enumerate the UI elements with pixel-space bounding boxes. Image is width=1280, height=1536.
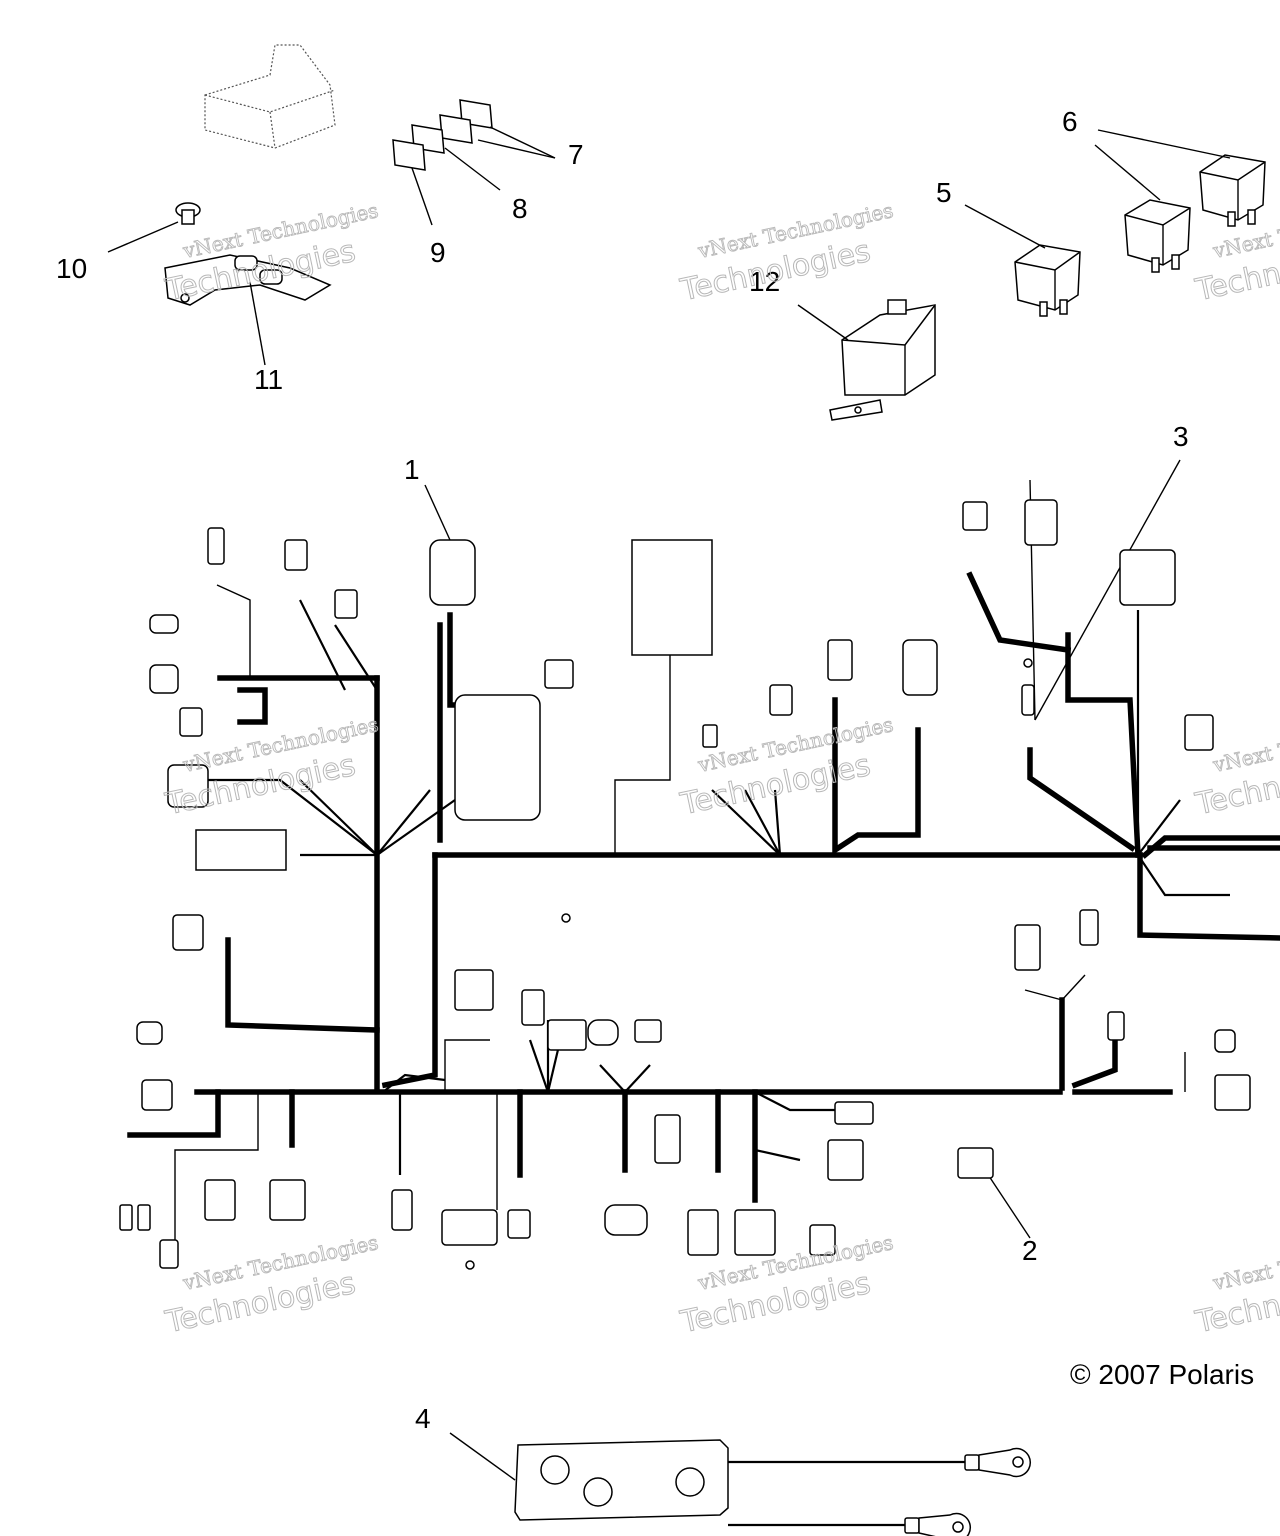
callout-11: 11 (254, 364, 283, 395)
callout-6: 6 (1062, 106, 1078, 137)
relay-12-part (829, 299, 936, 421)
callout-10: 10 (56, 253, 87, 284)
fuse-parts (392, 99, 493, 171)
callout-3: 3 (1173, 421, 1189, 452)
callout-12: 12 (749, 266, 780, 297)
ground-strap-part (514, 1439, 1031, 1536)
callout-2: 2 (1022, 1235, 1038, 1266)
main-harness (127, 459, 1280, 1245)
callout-5: 5 (936, 177, 952, 208)
callout-leaders (424, 484, 451, 541)
bolt-bracket-part (164, 202, 332, 306)
callout-1: 1 (404, 454, 420, 485)
callout-4: 4 (415, 1403, 431, 1434)
relay-5-part (1014, 244, 1081, 317)
callout-7: 7 (568, 139, 584, 170)
callout-8: 8 (512, 193, 528, 224)
copyright-notice: © 2007 Polaris (1070, 1359, 1254, 1390)
watermark-line1: vNext Technologies (1210, 712, 1280, 777)
callout-9: 9 (430, 237, 446, 268)
connectors (119, 499, 1251, 1270)
fuse-box-part (204, 44, 336, 149)
watermark-line1: vNext Technologies (1210, 1230, 1280, 1295)
relay-6-part (1124, 154, 1266, 273)
